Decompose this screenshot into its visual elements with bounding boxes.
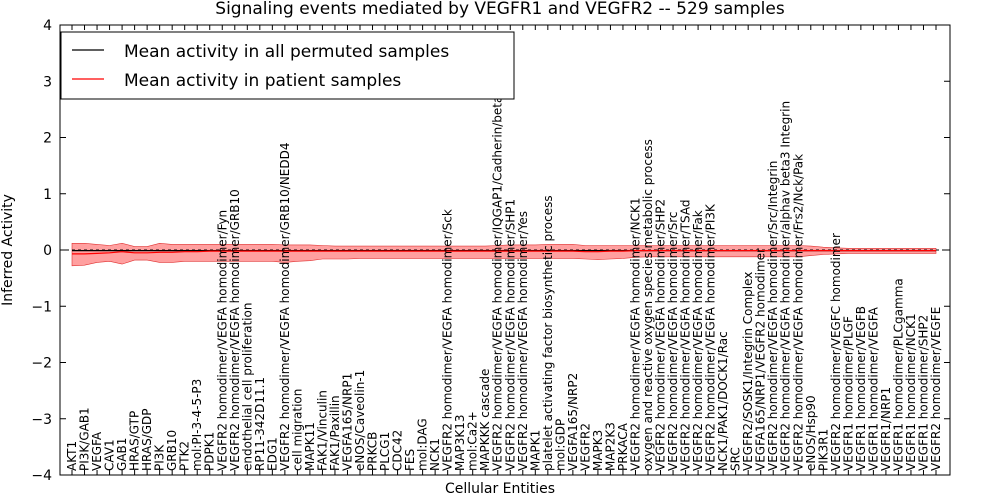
x-tick-label: oxygen and reactive oxygen species metab… [641,139,655,471]
x-tick-label: GAB1 [115,438,129,471]
x-tick-label: VEGFR2/SOSK1/Integrin Complex [741,272,755,471]
x-tick-label: VEGFR2 homodimer/VEGFE [929,307,943,471]
x-tick-label: PRKCB [366,432,380,471]
y-axis-label: Inferred Activity [0,194,16,306]
x-tick-label: VEGFA165/NRP1/VEGFR2 homodimer [754,248,768,471]
x-tick-label: VEGFR1 homodimer/PLCgamma [891,278,905,471]
x-tick-label: PI3K/GAB1 [78,407,92,471]
x-tick-label: PLCG1 [378,432,392,471]
y-tick-label: 3 [43,74,52,90]
x-tick-label: MAPKKK cascade [478,369,492,471]
x-tick-label: VEGFR2 homodimer/VEGFA homodimer/alphav … [779,101,793,471]
y-tick-label: −3 [31,412,52,428]
patient-mean-line [72,250,936,255]
x-tick-label: VEGFR1 homodimer/VEGFA [866,306,880,471]
y-tick-label: −2 [31,356,52,372]
x-tick-label: VEGFR1/NRP1 [879,387,893,471]
x-tick-label: VEGFA [90,431,104,471]
x-tick-label: VEGFA165/NRP1 [341,373,355,471]
x-tick-label: VEGFR2 homodimer/VEGFA homodimer/SHP2 [654,199,668,471]
x-tick-label: VEGFR1 homodimer/NCK1 [904,313,918,471]
patient-activity-band [71,242,937,267]
x-tick-label: CAV1 [103,439,117,471]
x-tick-label: PRKACA [616,422,630,471]
x-tick-label: VEGFR2 homodimer/VEGFA homodimer/GRB10 [228,189,242,471]
x-tick-label: GRB10 [165,430,179,471]
x-tick-label: PI3K [153,444,167,471]
x-tick-label: HRAS/GDP [140,408,154,471]
x-tick-label: AKT1 [65,441,79,471]
x-tick-label: MAPK11 [303,422,317,471]
x-axis-label: Cellular Entities [445,481,555,497]
x-tick-label: platelet activating factor biosynthetic … [541,195,555,471]
x-tick-label: mol:DAG [416,418,430,471]
x-tick-label: FAK1/Paxillin [328,395,342,471]
x-tick-label: SRC [729,447,743,471]
x-tick-label: VEGFR2 homodimer/VEGFA homodimer/Sck [441,209,455,471]
x-tick-label: MAPK1 [528,430,542,471]
x-tick-label: MAP2K3 [603,422,617,471]
x-tick-label: VEGFR2 homodimer/VEGFA homodimer/PI3K [704,203,718,471]
legend-label-patient: Mean activity in patient samples [124,71,401,91]
x-tick-label: VEGFR1 homodimer/PLGF [841,316,855,471]
x-tick-label: mol:Ca2+ [466,411,480,471]
x-tick-label: eNOS/Caveolin-1 [353,370,367,471]
x-tick-label: VEGFR2 homodimer/VEGFA homodimer/Src [666,211,680,471]
x-tick-label: VEGFR2 homodimer/VEGFA homodimer/Src/Int… [766,161,780,471]
x-tick-label: NCK1 [428,438,442,471]
x-tick-label: VEGFR2 homodimer/VEGFA homodimer/SHP1 [503,199,517,471]
y-tick-label: −1 [31,299,52,315]
x-tick-label: VEGFR2 homodimer/VEGFA homodimer/Frs2/Nc… [791,154,805,471]
x-tick-label: endothelial cell proliferation [240,303,254,471]
x-tick-label: eNOS/Hsp90 [804,395,818,471]
x-tick-label: FAK1/Vinculin [315,390,329,471]
y-tick-label: −4 [31,468,52,484]
x-tick-label: VEGFR2 homodimer/VEGFA homodimer/GRB10/N… [278,142,292,471]
chart-title: Signaling events mediated by VEGFR1 and … [215,0,785,19]
legend-label-permuted: Mean activity in all permuted samples [124,42,449,62]
x-tick-label: PDPK1 [203,432,217,471]
x-tick-label: mol:GDP [553,419,567,471]
x-tick-label: EDG1 [265,437,279,471]
y-tick-label: 2 [43,131,52,147]
legend: Mean activity in all permuted samples Me… [60,31,515,100]
x-tick-label: VEGFR2 [578,423,592,471]
x-tick-label: VEGFR2 homodimer/VEGFA homodimer/IQGAP1/… [491,47,505,471]
x-tick-label: VEGFR2 homodimer/VEGFA homodimer/Yes [516,211,530,471]
x-tick-label: mol:PI-3-4-5-P3 [190,379,204,471]
x-tick-label: RP11-342D11.1 [253,377,267,471]
x-tick-label: VEGFR1 homodimer/SHP2 [917,315,931,471]
x-tick-label: VEGFR2 homodimer/VEGFA homodimer/NCK1 [629,197,643,471]
x-tick-label: MAPK3 [591,430,605,471]
x-tick-label: VEGFR1 homodimer/VEGFB [854,306,868,471]
x-tick-label: CDC42 [391,430,405,471]
x-tick-label: PIK3R1 [816,429,830,471]
x-tick-label: VEGFR2 homodimer/VEGFA homodimer/TSAd [679,200,693,471]
x-tick-label: VEGFR2 homodimer/VEGFC homodimer [829,233,843,471]
x-tick-label: PTK2 [178,441,192,471]
x-tick-label: MAP3K13 [453,414,467,471]
x-tick-label: NCK1/PAK1/DOCK1/Rac [716,331,730,471]
x-tick-label: VEGFR2 homodimer/VEGFA homodimer/Fak [691,210,705,471]
legend-box [60,31,515,100]
x-tick-label: cell migration [290,389,304,471]
x-tick-label: FES [403,449,417,471]
x-tick-label: VEGFR2 homodimer/VEGFA homodimer/Fyn [215,210,229,471]
y-tick-label: 1 [43,187,52,203]
x-tick-label: VEGFA165/NRP2 [566,373,580,471]
x-tick-label: HRAS/GTP [128,411,142,471]
y-tick-label: 4 [43,18,52,34]
y-tick-label: 0 [43,243,52,259]
